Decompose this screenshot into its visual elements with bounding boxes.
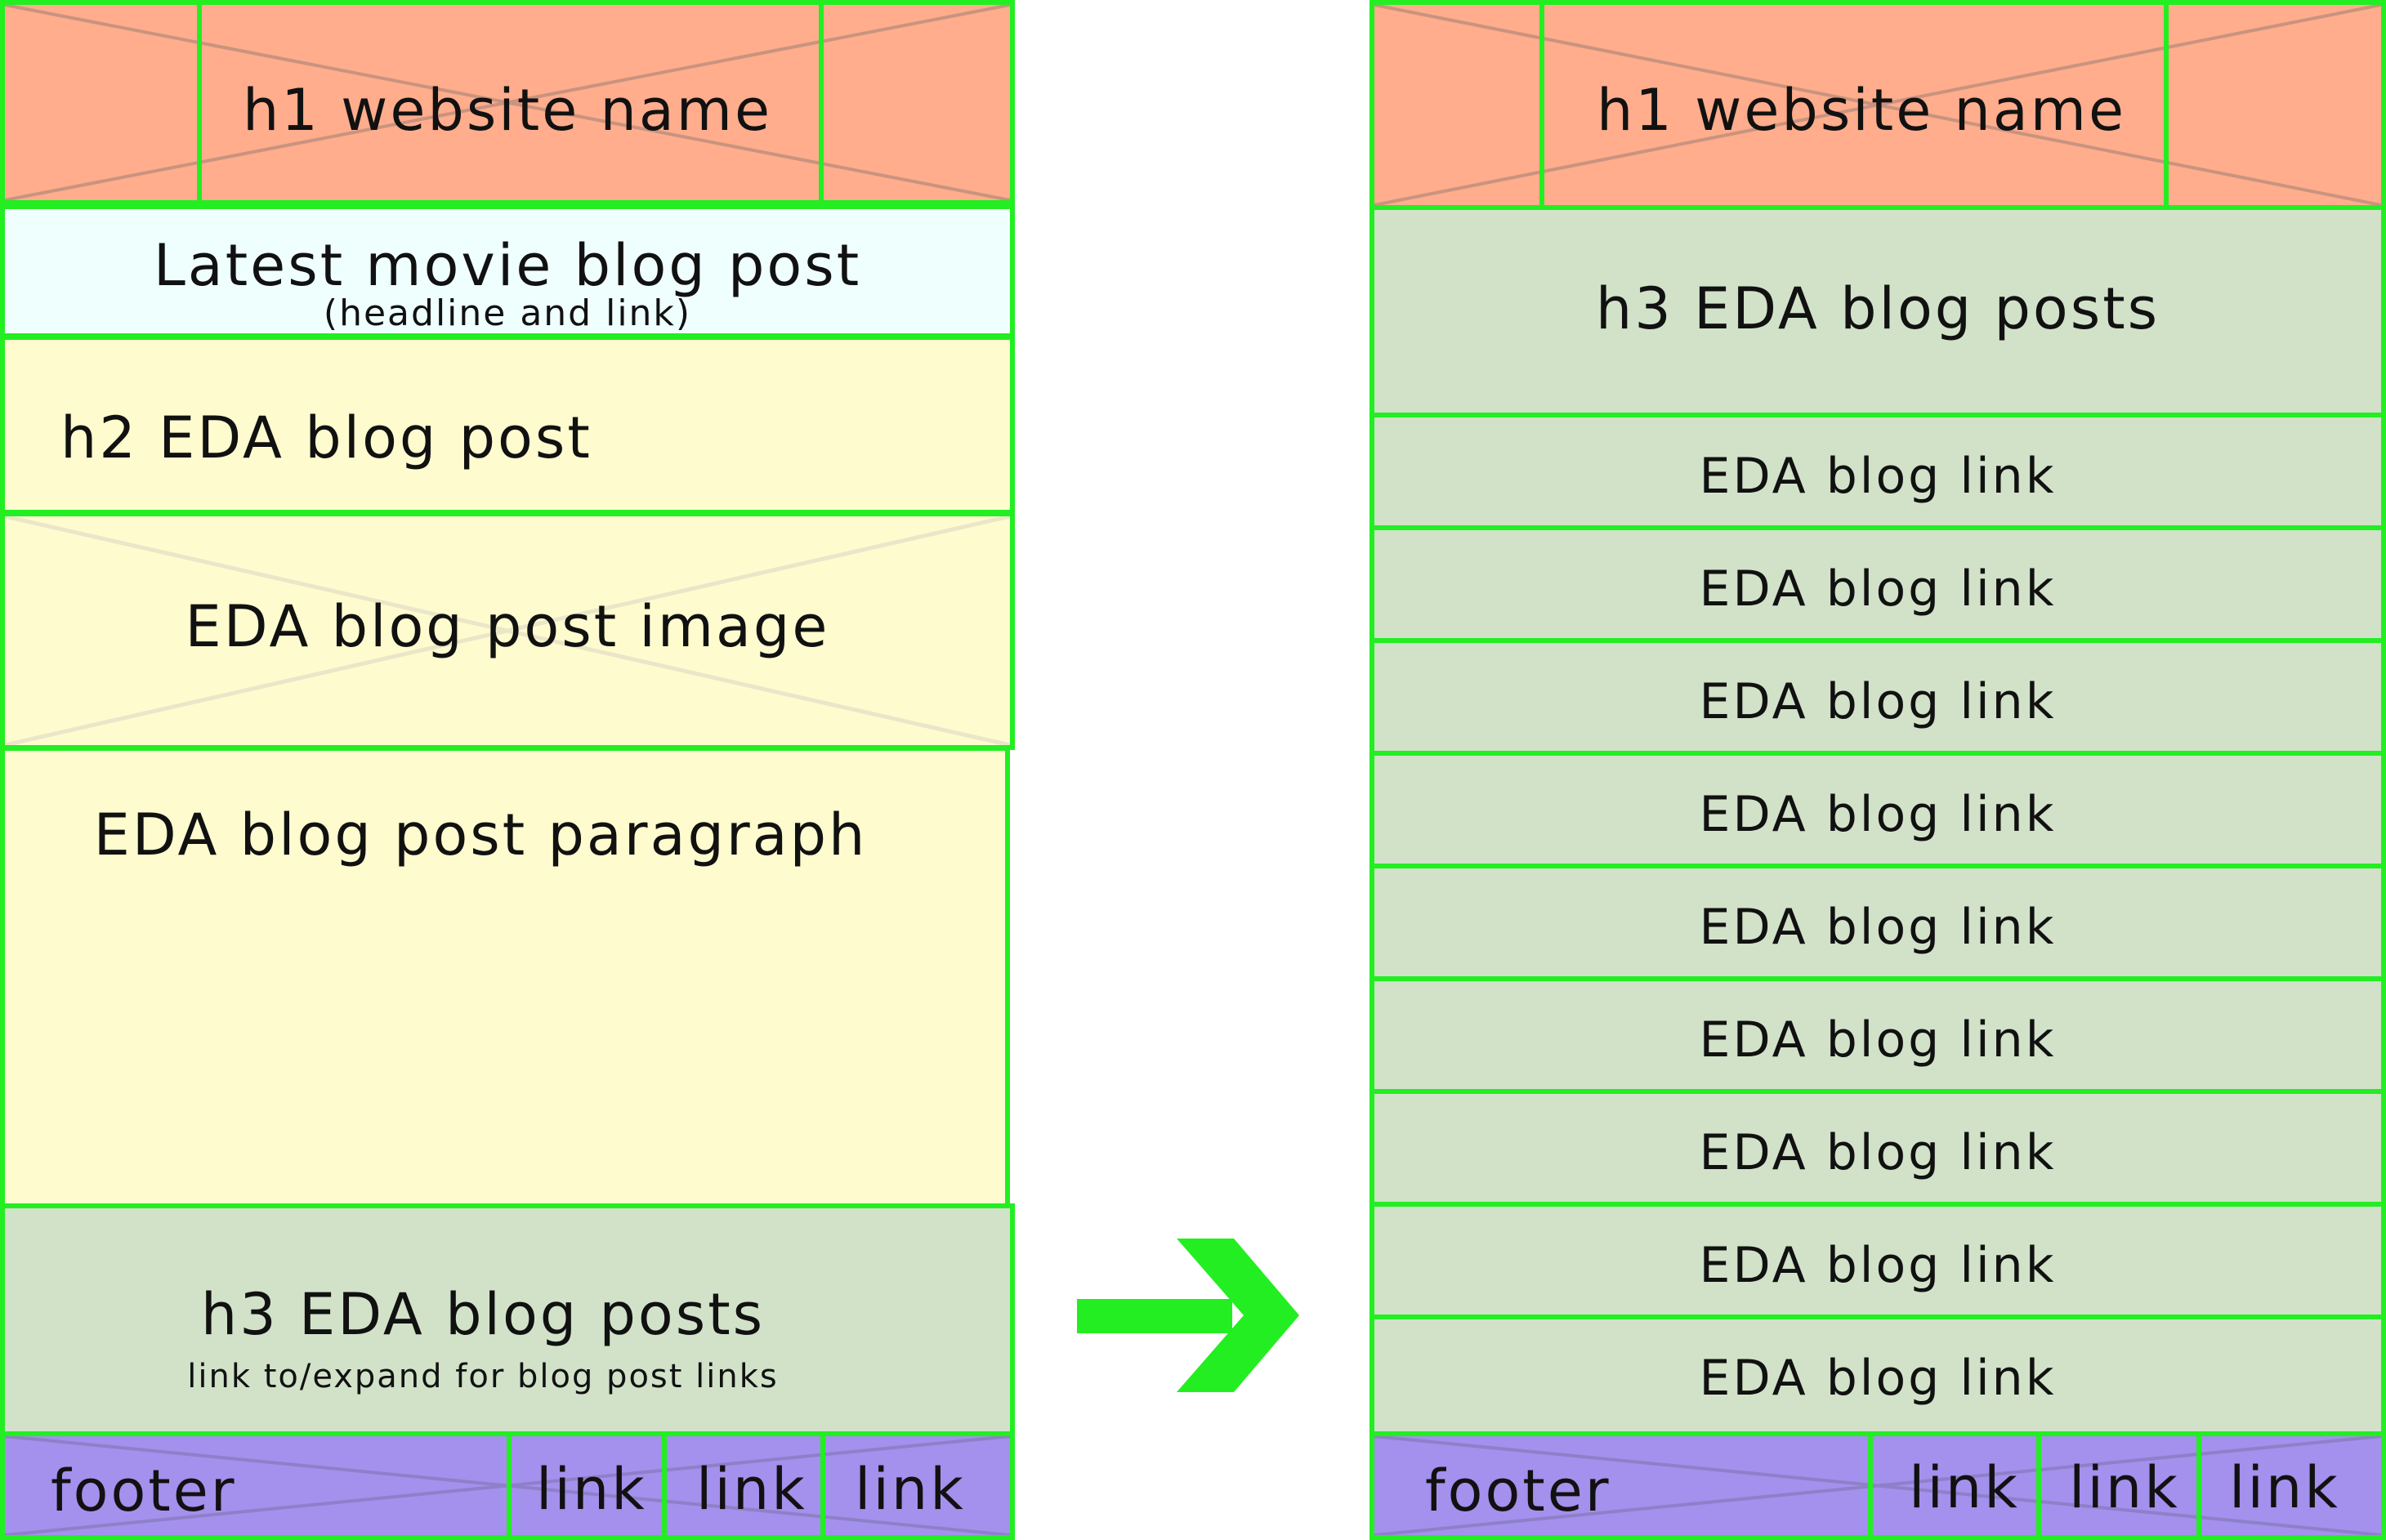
after-blog-link-label: EDA blog link [1699, 1011, 2057, 1069]
after-blog-link-1[interactable]: EDA blog link [1369, 413, 2386, 530]
after-footer-link-2[interactable]: link [2069, 1454, 2180, 1521]
after-blog-link-9[interactable]: EDA blog link [1369, 1315, 2386, 1437]
after-blog-list-heading: h3 EDA blog posts [1369, 205, 2386, 417]
before-footer-link-1[interactable]: link [536, 1456, 647, 1523]
after-footer-link-3[interactable]: link [2229, 1454, 2340, 1521]
after-blog-link-label: EDA blog link [1699, 560, 2057, 618]
before-footer: footer link link link [0, 1431, 1015, 1540]
before-header-right-cell [819, 5, 1010, 200]
after-header-left-cell [1374, 5, 1544, 205]
after-blog-link-label: EDA blog link [1699, 1124, 2057, 1181]
latest-post-subtitle: (headline and link) [323, 292, 692, 334]
after-blog-link-7[interactable]: EDA blog link [1369, 1089, 2386, 1207]
after-blog-link-6[interactable]: EDA blog link [1369, 976, 2386, 1094]
arrow-right-icon [1077, 1239, 1299, 1392]
before-blog-list-note: link to/expand for blog post links [187, 1358, 779, 1395]
after-blog-link-label: EDA blog link [1699, 1237, 2057, 1294]
before-latest-post: Latest movie blog post (headline and lin… [0, 204, 1015, 338]
image-placeholder-cross-icon [5, 5, 1010, 200]
before-header-left-cell [5, 5, 202, 200]
before-footer-label: footer [51, 1457, 237, 1524]
before-blog-post-image: EDA blog post image [0, 511, 1015, 750]
after-blog-link-label: EDA blog link [1699, 899, 2057, 956]
after-blog-link-4[interactable]: EDA blog link [1369, 751, 2386, 868]
after-blog-list-title: h3 EDA blog posts [1595, 275, 2160, 342]
after-blog-link-label: EDA blog link [1699, 1350, 2057, 1407]
latest-post-title: Latest movie blog post [153, 232, 862, 299]
before-footer-link-3[interactable]: link [855, 1456, 966, 1523]
blog-post-image-label: EDA blog post image [185, 593, 830, 660]
before-blog-list-heading: h3 EDA blog posts [200, 1281, 766, 1348]
after-footer-link-1[interactable]: link [1909, 1454, 2020, 1521]
blog-post-heading-label: h2 EDA blog post [60, 404, 592, 471]
after-footer-link-cell-2 [2036, 1436, 2201, 1535]
after-blog-link-8[interactable]: EDA blog link [1369, 1202, 2386, 1319]
before-blog-list: h3 EDA blog posts link to/expand for blo… [0, 1203, 1015, 1437]
after-header-title: h1 website name [1596, 77, 2127, 144]
after-header-right-cell [2164, 5, 2381, 205]
before-header-title: h1 website name [242, 77, 773, 144]
after-blog-link-3[interactable]: EDA blog link [1369, 638, 2386, 756]
before-footer-link-2[interactable]: link [696, 1456, 807, 1523]
after-blog-link-label: EDA blog link [1699, 448, 2057, 505]
after-blog-link-label: EDA blog link [1699, 673, 2057, 730]
after-footer-label: footer [1425, 1457, 1611, 1524]
before-header: h1 website name [0, 0, 1015, 205]
blog-post-paragraph-label: EDA blog post paragraph [93, 801, 868, 868]
before-blog-post-paragraph: EDA blog post paragraph [0, 746, 1010, 1208]
image-placeholder-cross-icon [1374, 1436, 2381, 1535]
after-header: h1 website name [1369, 0, 2386, 210]
after-blog-link-label: EDA blog link [1699, 786, 2057, 843]
image-placeholder-cross-icon [5, 516, 1010, 745]
after-blog-link-2[interactable]: EDA blog link [1369, 525, 2386, 643]
after-blog-link-5[interactable]: EDA blog link [1369, 864, 2386, 981]
after-footer: footer link link link [1369, 1431, 2386, 1540]
before-blog-post-heading: h2 EDA blog post [0, 335, 1015, 515]
before-footer-link-cell-3 [820, 1436, 1010, 1535]
